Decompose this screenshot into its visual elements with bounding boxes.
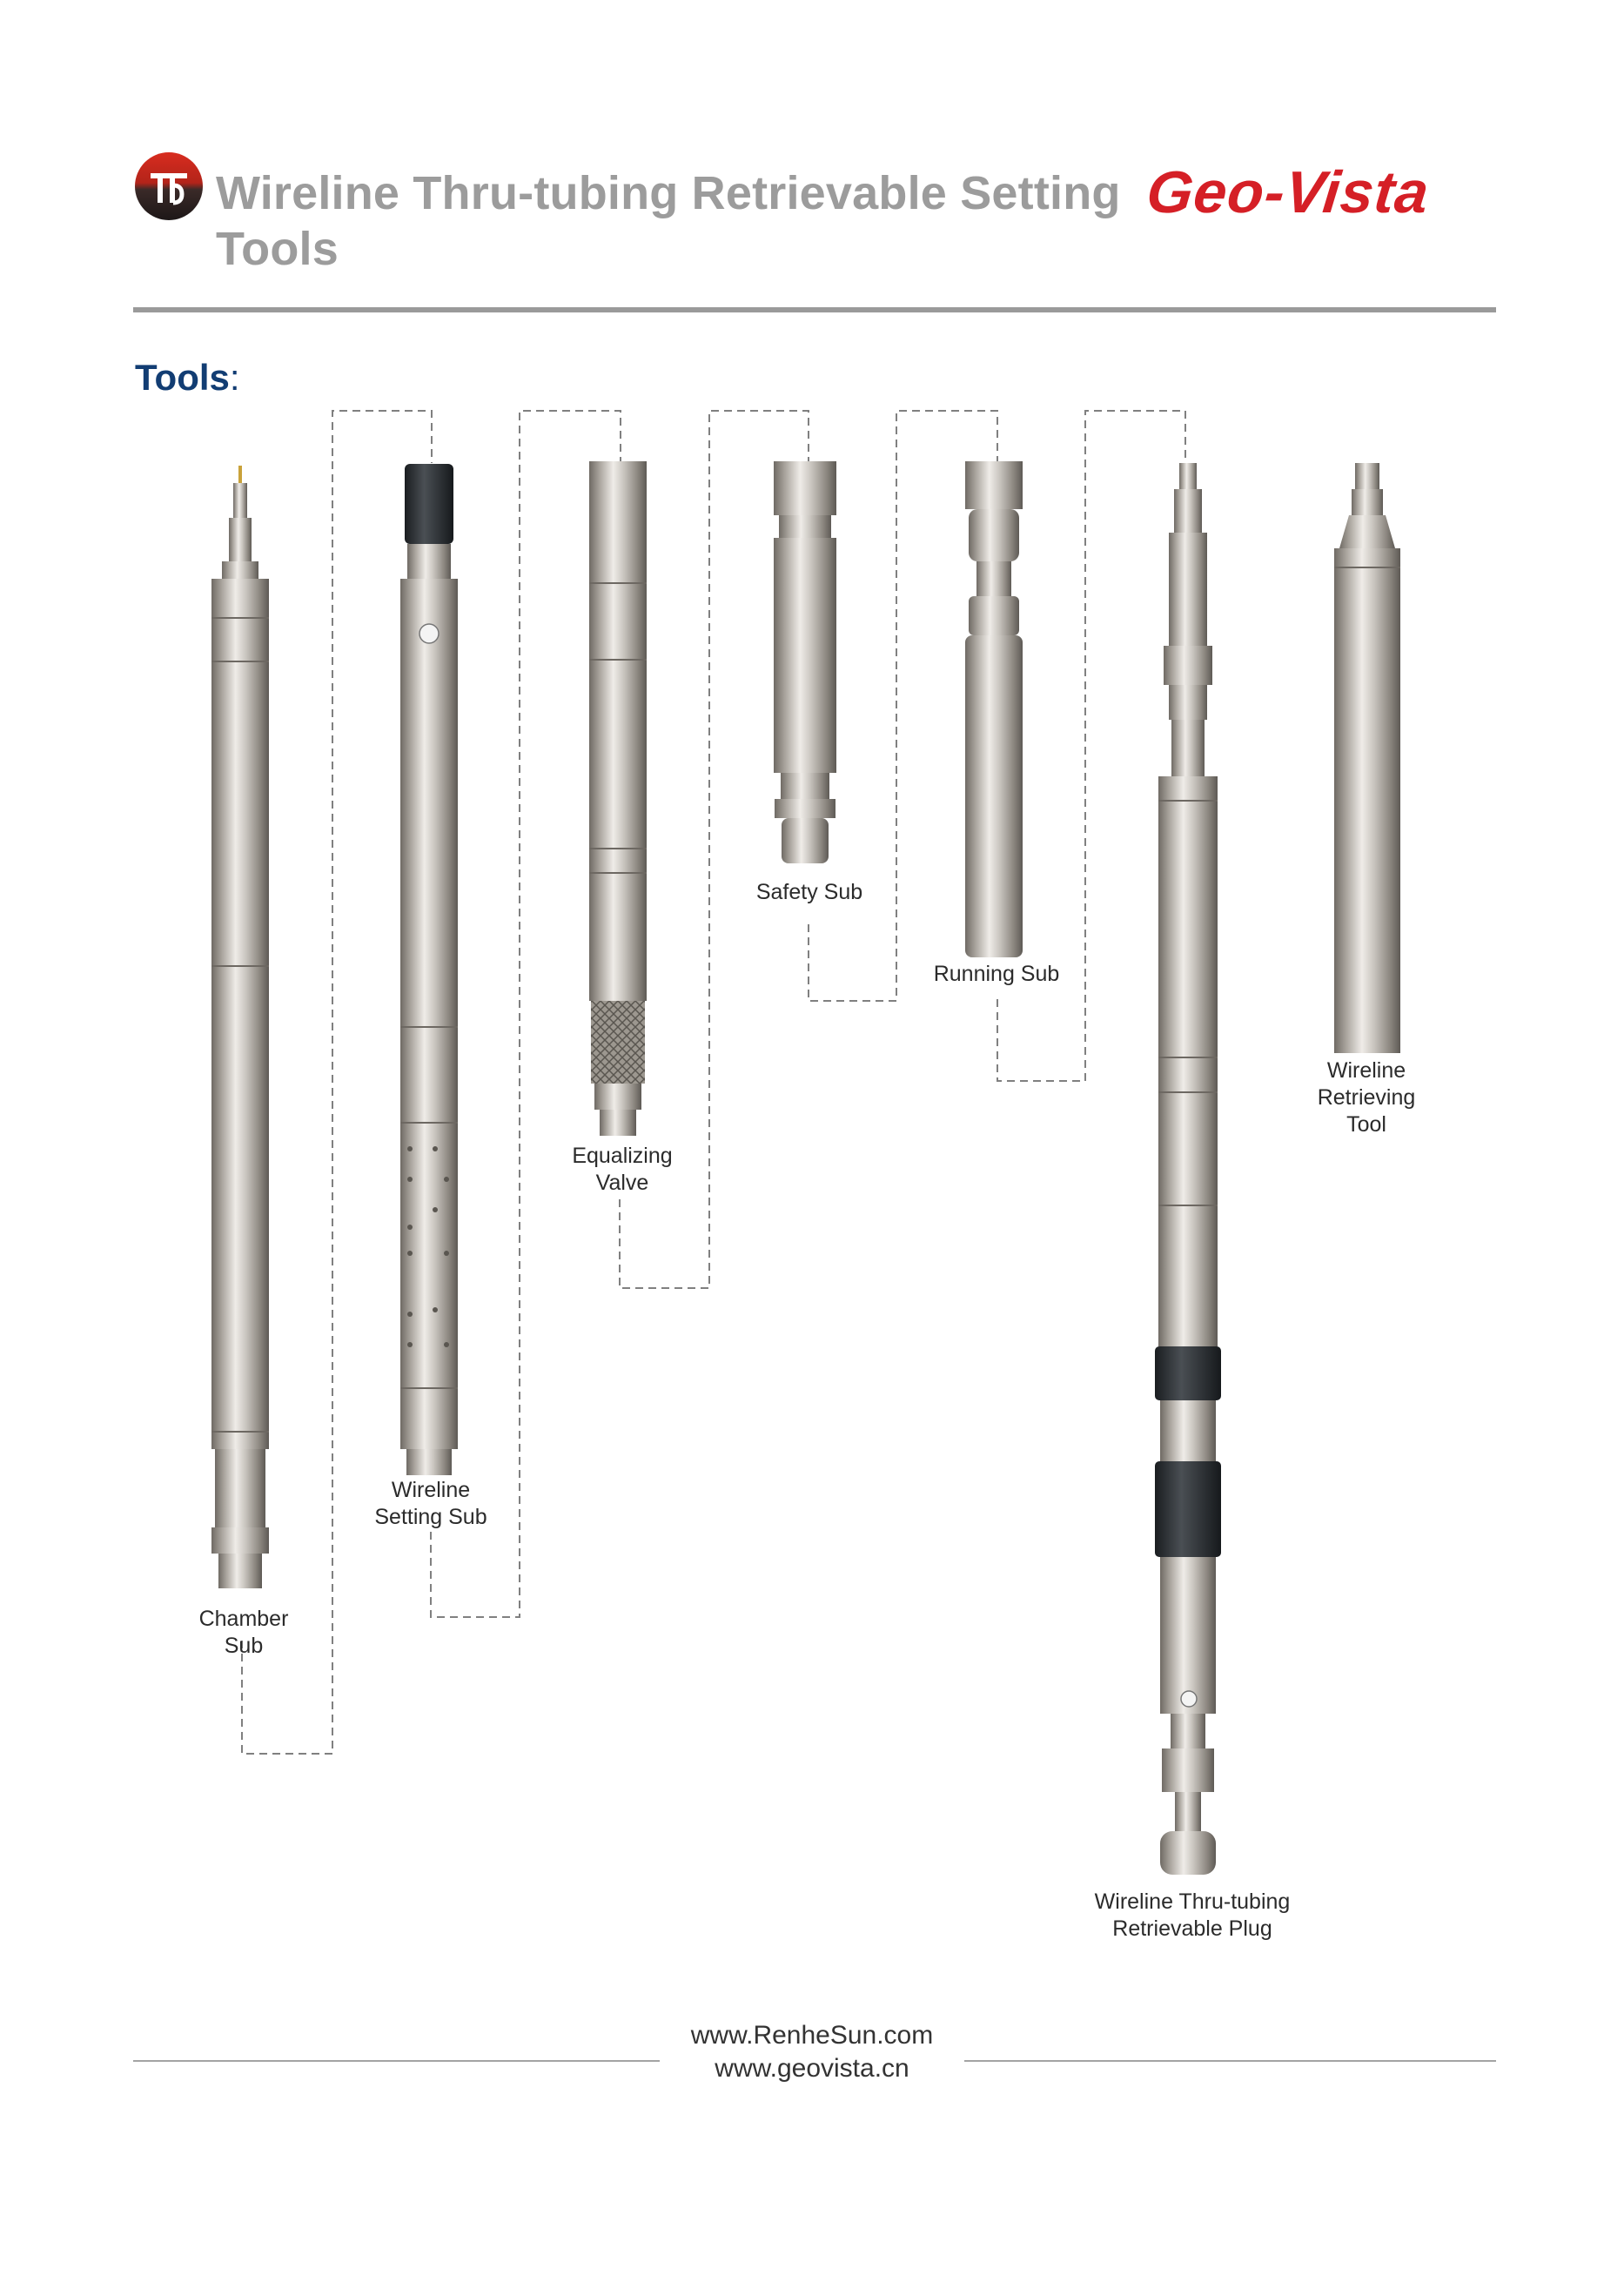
footer-divider-right xyxy=(964,2060,1496,2062)
section-label-colon: : xyxy=(229,357,240,398)
caption-wireline-retrievable-plug: Wireline Thru-tubing Retrievable Plug xyxy=(1094,1889,1291,1941)
footer-url-renhesun[interactable]: www.RenheSun.com xyxy=(690,2021,934,2050)
caption-equalizing-valve: Equalizing Valve xyxy=(572,1144,673,1195)
chamber-sub-image xyxy=(211,466,269,1588)
wireline-setting-sub-image xyxy=(400,464,458,1475)
header-divider xyxy=(133,307,1496,312)
equalizing-valve-image xyxy=(589,461,647,1136)
caption-wireline-setting-sub: Wireline Setting Sub xyxy=(374,1478,487,1529)
connector-setting-to-equalizing xyxy=(430,410,621,1618)
connector-lines xyxy=(241,410,1186,1755)
safety-sub-image xyxy=(774,461,836,863)
page-title: Wireline Thru-tubing Retrievable Setting… xyxy=(216,167,1121,275)
wireline-retrievable-plug-image xyxy=(1155,463,1221,1875)
section-label-text: Tools xyxy=(135,357,230,398)
caption-wireline-retrieving-tool: Wireline Retrieving Tool xyxy=(1317,1058,1416,1137)
connector-safety-to-running xyxy=(808,410,998,1002)
caption-safety-sub: Safety Sub xyxy=(755,880,863,904)
connector-chamber-to-setting xyxy=(241,410,433,1755)
logo-mark-icon xyxy=(151,173,187,205)
caption-chamber-sub: Chamber Sub xyxy=(198,1607,289,1658)
connector-running-to-plug xyxy=(997,410,1186,1082)
connector-equalizing-to-safety xyxy=(619,410,809,1289)
section-label: Tools: xyxy=(135,357,240,399)
wireline-retrieving-tool-image xyxy=(1334,463,1400,1053)
caption-running-sub: Running Sub xyxy=(933,962,1060,986)
footer-url-geovista[interactable]: www.geovista.cn xyxy=(715,2054,909,2083)
running-sub-image xyxy=(965,461,1023,957)
footer-divider-left xyxy=(133,2060,660,2062)
company-logo xyxy=(135,152,203,220)
